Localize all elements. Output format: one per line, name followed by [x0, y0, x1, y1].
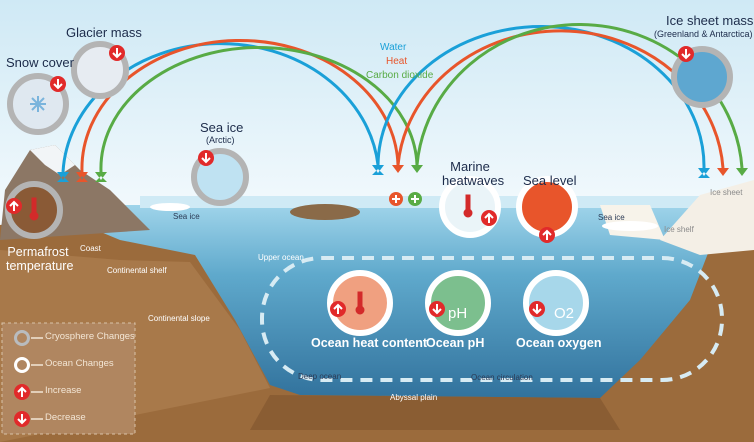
decrease-icon [429, 301, 445, 317]
permafrost-label: Permafrost temperature [6, 245, 74, 273]
marine-heatwaves-label: Marine heatwaves [442, 159, 505, 189]
legend-ocean-label: Ocean Changes [45, 358, 114, 369]
ocean-circulation-loop [260, 256, 724, 382]
legend-decrease-label: Decrease [45, 412, 86, 423]
sea-ice-right-label: Sea ice [598, 213, 625, 222]
ocean-legend-icon [14, 357, 30, 373]
ph-symbol: pH [448, 305, 468, 322]
ice-sheet-mass-sublabel: (Greenland & Antarctica) [654, 29, 753, 39]
ice-sheet-shape [660, 180, 754, 255]
sea-ice-left-label: Sea ice [173, 212, 200, 221]
decrease-icon [678, 46, 694, 62]
ocean-ph-label: Ocean pH [426, 336, 485, 350]
decrease-icon [50, 76, 66, 92]
increase-icon [539, 227, 555, 243]
continental-shelf-label: Continental shelf [107, 266, 167, 275]
increase-icon [330, 301, 346, 317]
cryosphere-legend-icon [14, 330, 30, 346]
abyssal-plain-floor [250, 395, 620, 430]
sea-ice-label: Sea ice [200, 120, 244, 135]
o2-symbol: O2 [554, 305, 575, 322]
ocean-circulation-label: Ocean circulation [471, 373, 533, 382]
ocean-heat-content-label: Ocean heat content [311, 336, 427, 350]
co2-arc-left [99, 46, 419, 173]
sea-level-label: Sea level [523, 173, 577, 188]
ice-sheet-mass-label: Ice sheet mass [666, 13, 754, 28]
increase-icon [481, 210, 497, 226]
thermometer-icons [29, 194, 473, 315]
island [290, 204, 360, 220]
heat-arc-left [80, 39, 400, 173]
glacier-mass-label: Glacier mass [66, 25, 142, 40]
sea-ice-sublabel: (Arctic) [206, 135, 235, 145]
ice-sheet-circle [671, 46, 733, 108]
decrease-legend-icon [14, 411, 30, 427]
water-arc-left [61, 42, 380, 173]
upper-ocean-label: Upper ocean [258, 253, 304, 262]
abyssal-plain-label: Abyssal plain [390, 393, 438, 402]
snowflake-icon [30, 96, 46, 112]
arrow-heads [57, 165, 748, 182]
increase-icon [6, 198, 22, 214]
legend-increase-label: Increase [45, 385, 82, 396]
coast-label: Coast [80, 244, 101, 253]
snow-cover-label: Snow cover [6, 55, 74, 70]
decrease-icon [109, 45, 125, 61]
sea-ice-floe-right [602, 221, 658, 231]
heat-label: Heat [386, 56, 408, 67]
ice-sheet-label: Ice sheet [710, 188, 743, 197]
water-label: Water [380, 42, 407, 53]
decrease-icon [529, 301, 545, 317]
change-badges [6, 45, 694, 317]
carbon-dioxide-label: Carbon dioxide [366, 70, 434, 81]
decrease-icon [198, 150, 214, 166]
legend-cryosphere-label: Cryosphere Changes [45, 331, 135, 342]
deep-ocean-label: Deep ocean [298, 372, 342, 381]
ice-shelf-label: Ice shelf [664, 225, 694, 234]
ocean-oxygen-circle [523, 270, 589, 336]
increase-legend-icon [14, 384, 30, 400]
continental-slope-label: Continental slope [148, 314, 210, 323]
ocean-oxygen-label: Ocean oxygen [516, 336, 602, 350]
sea-ice-floe-left [150, 203, 190, 211]
ocean-ph-circle [425, 270, 491, 336]
